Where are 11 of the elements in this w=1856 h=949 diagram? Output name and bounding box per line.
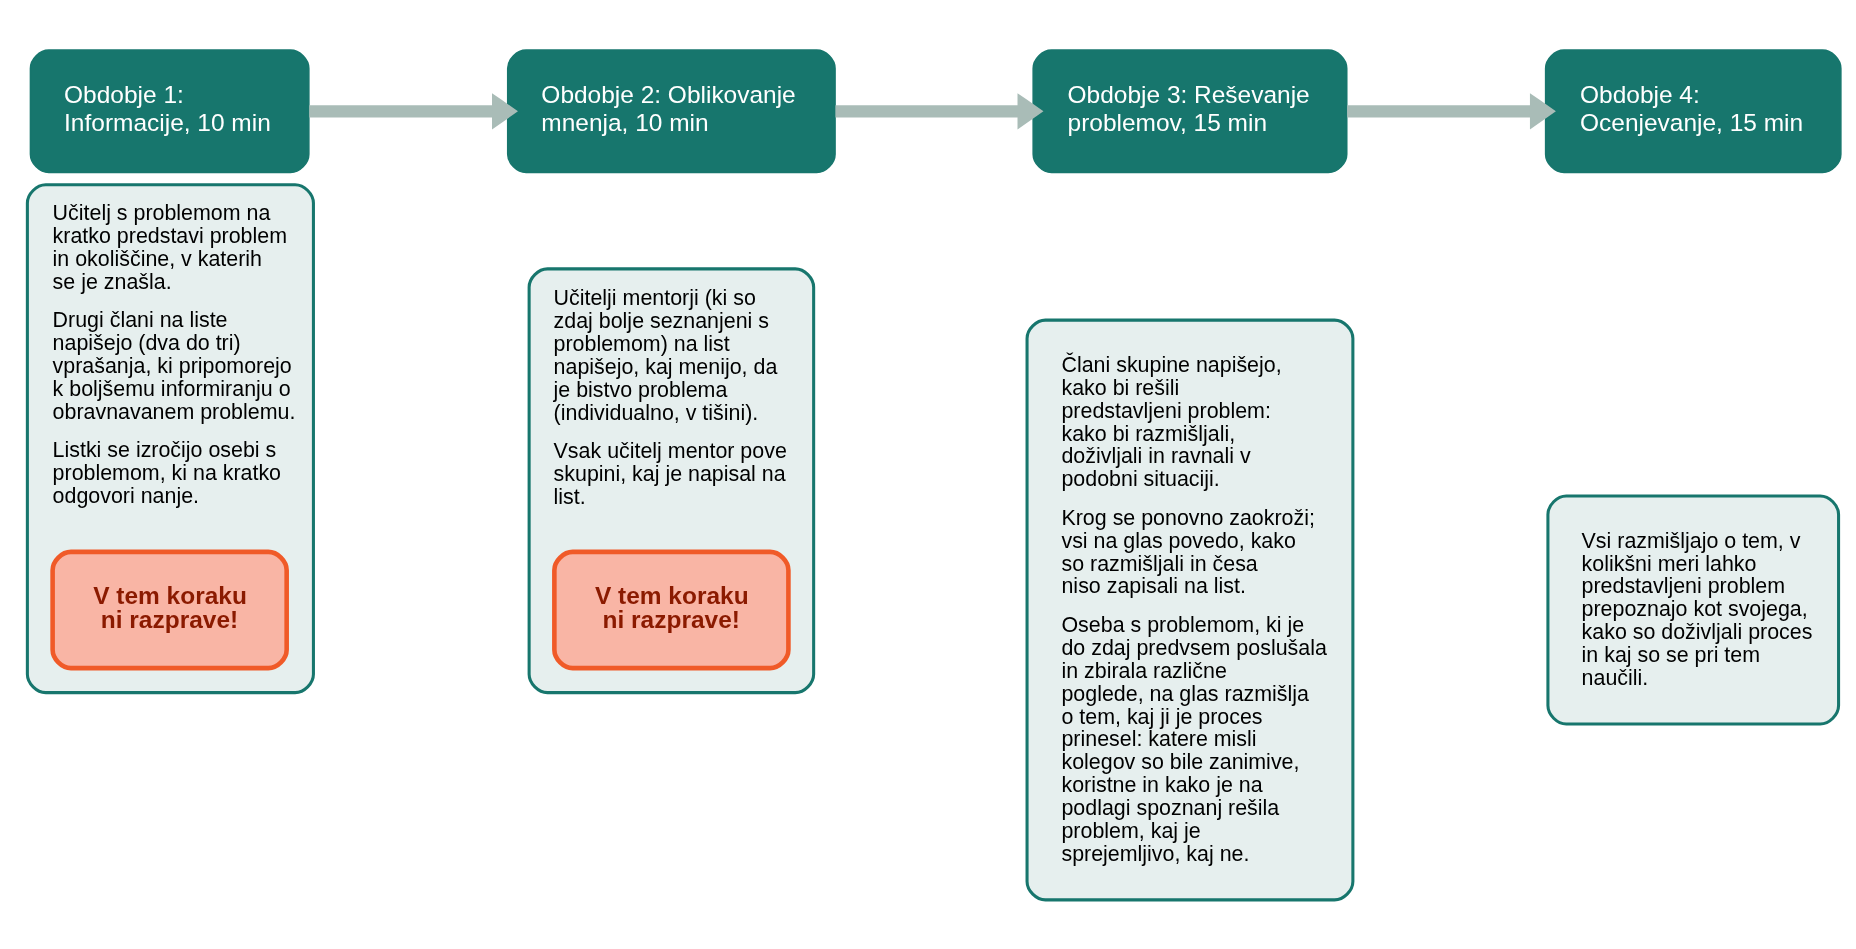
- arrow: [309, 92, 518, 129]
- node-box: Člani skupine napišejo, kako bi rešili predstavljeni problem: kako bi razmišljali, doživljali in ravnali v podobni situaciji. Krog se ponovno zaokroži; vsi na glas povedo, kako so razmišljali in česa niso zapisali na list. Oseba s problemom, ki je do zdaj predvsem poslušala in zbirala različne poglede, na glas razmišlja o tem, kaj ji je proces prinesel: katere misli kolegov so bile zanimive, koristne in kako je na podlagi spoznanj rešila problem, kaj je sprejemljivo, kaj ne.: [1025, 318, 1355, 901]
- node-box: V tem koraku ni razprave!: [552, 549, 791, 670]
- node-box: Obdobje 3: Reševanje problemov, 15 min: [1032, 48, 1348, 173]
- arrow: [835, 92, 1044, 129]
- node-box: V tem koraku ni razprave!: [50, 549, 289, 670]
- node-box: Obdobje 4: Ocenjevanje, 15 min: [1544, 48, 1842, 173]
- node-box: Obdobje 1: Informacije, 10 min: [29, 48, 310, 173]
- node-box: Vsi razmišljajo o tem, v kolikšni meri lahko predstavljeni problem prepoznajo kot svojega, kako so doživljali proces in kaj so se pri tem naučili.: [1546, 494, 1841, 725]
- arrow: [1347, 92, 1556, 129]
- node-box: Obdobje 2: Oblikovanje mnenja, 10 min: [506, 48, 836, 173]
